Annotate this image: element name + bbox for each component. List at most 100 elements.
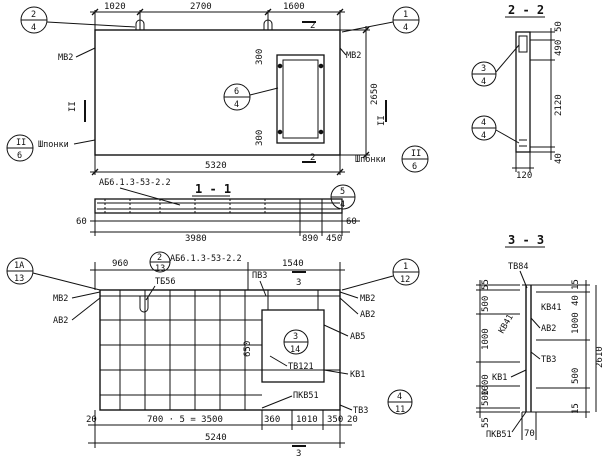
dim-opening-upper: 300 (255, 49, 265, 65)
dim-3-3-r1: 40 (571, 295, 581, 306)
plan-dim-960: 960 (112, 259, 128, 269)
plan-cut-bottom: 3 (296, 449, 301, 456)
label-ab5: АВ5 (350, 332, 365, 342)
svg-text:3: 3 (293, 332, 298, 342)
dim-2-2-40: 40 (554, 153, 564, 164)
callout-bubble: 2 13 (149, 251, 171, 274)
callout-bubble: 1 4 (341, 6, 420, 34)
window-opening (276, 54, 325, 144)
dim-bottom: 5320 (205, 161, 227, 171)
callout-bubble: II 6 (401, 145, 429, 173)
loop-tb56 (139, 296, 149, 313)
label-mb2-right: МВ2 (360, 294, 375, 304)
plan-dim-350: 350 (327, 415, 343, 425)
dim-1-1-left: 60 (76, 217, 87, 227)
callout-bubble: 3 4 (471, 44, 520, 87)
dim-2-2-490: 490 (554, 40, 564, 56)
plan-dim-1540: 1540 (282, 259, 304, 269)
svg-text:5: 5 (340, 187, 345, 197)
dim-3-3-l1: 500 (481, 296, 491, 312)
section-2-2: 2 - 2 50 490 2120 40 120 3 4 4 4 (471, 3, 564, 181)
callout-bubble: 6 4 (223, 83, 279, 111)
lifting-loop-left (135, 19, 145, 30)
svg-text:6: 6 (234, 87, 239, 97)
dim-top-2: 2700 (190, 2, 212, 12)
dim-height: 2650 (370, 83, 380, 105)
dim-2-2-2120: 2120 (554, 94, 564, 116)
dim-3-3-r4: 15 (571, 403, 581, 414)
label-650: 650 (243, 341, 253, 357)
svg-text:4: 4 (31, 23, 36, 33)
label-tb56: ТБ56 (155, 277, 175, 287)
section-3-3: 3 - 3 55 500 1000 1000 500 55 15 40 1000… (476, 233, 605, 440)
dim-top-3: 1600 (283, 2, 305, 12)
dim-2-2-bottom: 120 (516, 171, 532, 181)
svg-text:12: 12 (400, 275, 410, 285)
dim-3-3-r2: 1000 (571, 312, 581, 334)
dim-3-3-l0: 55 (481, 279, 491, 290)
svg-text:6: 6 (412, 162, 417, 172)
dim-2-2-50: 50 (554, 21, 564, 32)
svg-text:13: 13 (155, 264, 165, 274)
label-mb2-right: МВ2 (346, 51, 361, 61)
label-pv3: ПВ3 (252, 271, 267, 281)
svg-text:4: 4 (403, 23, 408, 33)
label-tb84: ТВ84 (508, 262, 528, 272)
plan-dim-360: 360 (264, 415, 280, 425)
plan-bar-label: АБ6.1.3-53-2.2 (170, 254, 242, 264)
dim-3-3-l5: 55 (481, 417, 491, 428)
opening-frame-plan (261, 309, 325, 383)
callout-bubble: 2 4 (20, 6, 136, 34)
label-tb3: ТВ3 (353, 406, 368, 416)
dim-top-1: 1020 (104, 2, 126, 12)
callout-bubble: II 6 (6, 134, 34, 162)
label-pkb51: ПКВ51 (486, 430, 512, 440)
svg-text:4: 4 (340, 200, 345, 210)
label-kb1: КВ1 (350, 370, 365, 380)
dim-opening-lower: 300 (255, 130, 265, 146)
section-body (94, 198, 343, 214)
svg-text:1А: 1А (14, 261, 24, 271)
label-ab2-left: АВ2 (53, 316, 68, 326)
section-2-2-top-insert (518, 35, 528, 53)
dim-3-3-l3: 1000 (481, 374, 491, 396)
label-ab2-right: АВ2 (360, 310, 375, 320)
callout-bubble: 3 14 (283, 329, 309, 355)
svg-text:2: 2 (157, 253, 162, 263)
dim-1-1-right: 60 (346, 217, 357, 227)
svg-text:13: 13 (14, 274, 24, 284)
reinforcement-plan: АБ6.1.3-53-2.2 960 1540 20 70 (6, 251, 420, 456)
svg-text:4: 4 (234, 100, 239, 110)
section-2-2-title: 2 - 2 (508, 3, 544, 17)
label-shponki-right: Шпонки (355, 155, 386, 165)
svg-text:1: 1 (403, 10, 408, 20)
plan-dim-5240: 5240 (205, 433, 227, 443)
svg-text:2: 2 (31, 10, 36, 20)
plan-dim-3500: 700 · 5 = 3500 (147, 415, 223, 425)
callout-bubble: 4 4 (471, 115, 520, 144)
svg-text:4: 4 (481, 131, 486, 141)
svg-text:3: 3 (481, 64, 486, 74)
plan-dim-20-right: 20 (347, 415, 358, 425)
dim-1-1-main: 3980 (185, 234, 207, 244)
section-3-3-title: 3 - 3 (508, 233, 544, 247)
opening-frame (282, 59, 319, 139)
label-tb3: ТВ3 (541, 355, 556, 365)
svg-text:II: II (411, 149, 421, 159)
cut-marker-bottom: 2 (310, 153, 315, 163)
dim-3-3-l4: 500 (481, 390, 491, 406)
dim-3-3-r3: 500 (571, 368, 581, 384)
dim-3-3-bottom: 70 (524, 429, 535, 439)
callout-bubble: 5 4 (330, 184, 356, 210)
label-mb2-left: МВ2 (58, 53, 73, 63)
plan-dim-20-left: 20 (86, 415, 97, 425)
section-1-1: 1 - 1 АБ6.1.3-53-2.2 5 4 60 3980 890 450… (76, 178, 360, 244)
label-shponki-left: Шпонки (38, 140, 69, 150)
label-kb41-a: КВ41 (541, 303, 561, 313)
label-ab2: АВ2 (541, 324, 556, 334)
svg-text:11: 11 (395, 405, 405, 415)
cut-marker-left: II (68, 101, 78, 112)
dim-1-1-890: 890 (302, 234, 318, 244)
